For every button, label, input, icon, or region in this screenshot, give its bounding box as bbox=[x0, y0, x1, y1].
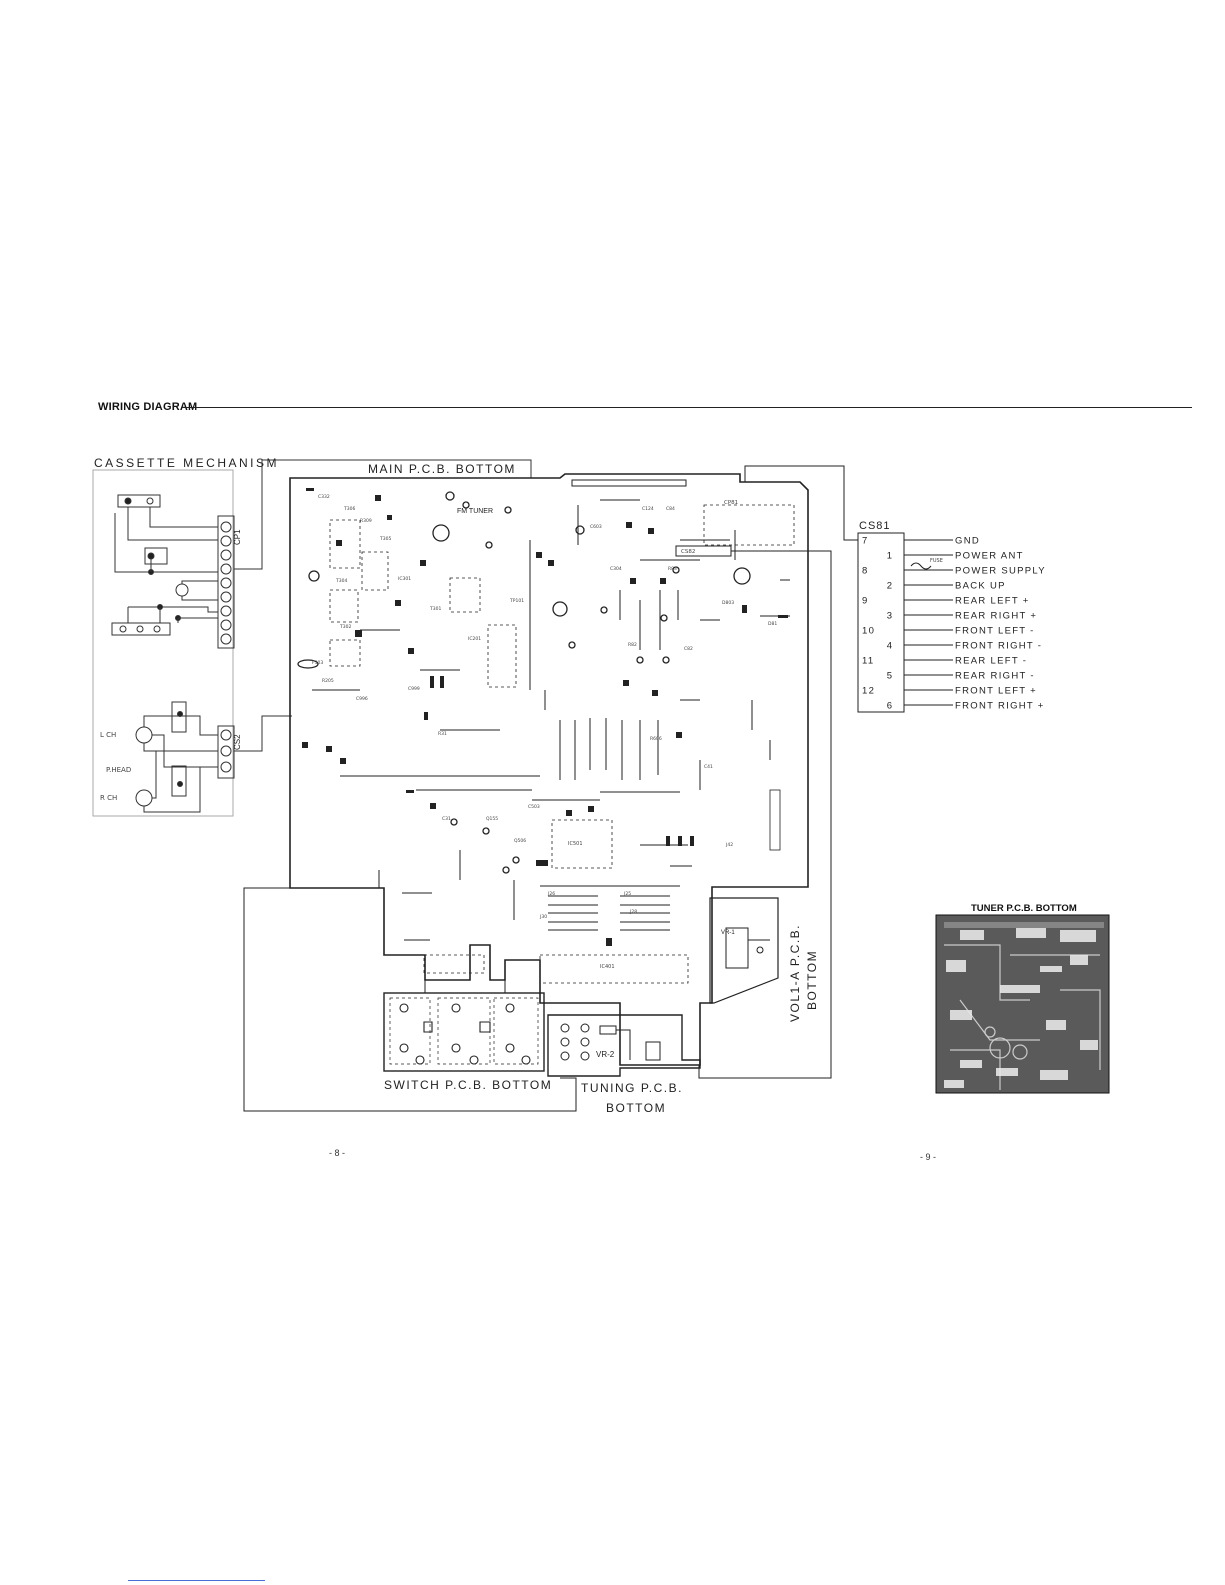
cs2-label: CS2 bbox=[233, 734, 242, 750]
svg-text:VR-1: VR-1 bbox=[721, 930, 735, 936]
svg-text:J26: J26 bbox=[547, 891, 555, 897]
tuner-pcb-photo bbox=[935, 914, 1110, 1094]
vol-pcb-label-2: BOTTOM bbox=[805, 950, 819, 1010]
cs81-pin-left: 9 bbox=[862, 596, 869, 607]
cp1-pins bbox=[220, 521, 232, 645]
cs81-pin-right: 3 bbox=[887, 611, 894, 622]
svg-text:D803: D803 bbox=[722, 600, 734, 606]
cs81-pin-label: POWER SUPPLY bbox=[955, 566, 1046, 577]
cs81-pin-left: 12 bbox=[862, 686, 875, 697]
lch-label: L CH bbox=[100, 731, 116, 739]
cs81-pin-label: FRONT LEFT + bbox=[955, 686, 1037, 697]
svg-text:T306: T306 bbox=[343, 506, 355, 512]
tuning-pcb-label-2: BOTTOM bbox=[606, 1101, 666, 1115]
svg-text:F303: F303 bbox=[312, 660, 323, 666]
cs81-pin-left: 10 bbox=[862, 626, 875, 637]
cs82-label: CS82 bbox=[681, 549, 695, 555]
cs81-pin-left: 7 bbox=[862, 536, 869, 547]
svg-text:C996: C996 bbox=[356, 696, 368, 702]
cs81-connector: CS81 7 GND 1 POWER ANT 8 POWER SUPPLY 2 BACK UP… bbox=[857, 520, 1046, 713]
cs81-pin-label: FRONT RIGHT - bbox=[955, 641, 1042, 652]
cs81-pin-right: 5 bbox=[887, 671, 894, 682]
cs81-pin-right: 6 bbox=[887, 701, 894, 712]
fm-tuner-label: FM TUNER bbox=[457, 508, 493, 515]
svg-text:J25: J25 bbox=[623, 891, 631, 897]
svg-text:C41: C41 bbox=[704, 764, 713, 770]
svg-text:C503: C503 bbox=[528, 804, 540, 810]
cs81-pin-label: BACK UP bbox=[955, 581, 1006, 592]
ic401-label: IC401 bbox=[600, 964, 615, 970]
page-number-left: - 8 - bbox=[329, 1148, 346, 1158]
fuse-label: FUSE bbox=[930, 558, 943, 564]
svg-text:J28: J28 bbox=[629, 909, 637, 915]
cs81-pin-label: REAR LEFT + bbox=[955, 596, 1030, 607]
cs81-pin-label: GND bbox=[955, 536, 980, 547]
svg-text:Q506: Q506 bbox=[514, 838, 526, 844]
svg-text:C332: C332 bbox=[318, 494, 330, 500]
svg-text:R31: R31 bbox=[438, 731, 447, 737]
cs81-pin-label: REAR LEFT - bbox=[955, 656, 1027, 667]
svg-text:C82: C82 bbox=[684, 646, 693, 652]
tuning-pcb: VR-2 TUNING P.C.B. BOTTOM bbox=[547, 1014, 701, 1115]
cs81-label: CS81 bbox=[859, 520, 891, 532]
vol-pcb-label-1: VOL1-A P.C.B. bbox=[788, 924, 802, 1022]
svg-text:Q155: Q155 bbox=[486, 816, 498, 822]
svg-text:R309: R309 bbox=[360, 518, 372, 524]
cs81-pin-label: REAR RIGHT + bbox=[955, 611, 1037, 622]
component-marks bbox=[302, 488, 788, 946]
svg-text:C999: C999 bbox=[408, 686, 420, 692]
svg-text:C124: C124 bbox=[642, 506, 654, 512]
vol-pcb: VR-1 VOL1-A P.C.B. BOTTOM bbox=[709, 897, 819, 1022]
svg-text:T301: T301 bbox=[429, 606, 441, 612]
cs81-pin-label: REAR RIGHT - bbox=[955, 671, 1035, 682]
svg-text:J42: J42 bbox=[725, 842, 733, 848]
page-title: WIRING DIAGRAM bbox=[98, 401, 198, 413]
cs81-pin-right: 2 bbox=[887, 581, 894, 592]
cs81-pin-left: 8 bbox=[862, 566, 869, 577]
cp81-label: CP81 bbox=[724, 500, 738, 506]
cs81-pin-label: FRONT LEFT - bbox=[955, 626, 1035, 637]
main-pcb: MAIN P.C.B. BOTTOM bbox=[243, 462, 858, 1112]
title-rule bbox=[182, 407, 1192, 408]
cs81-pin-label: POWER ANT bbox=[955, 551, 1024, 562]
ic501-label: IC501 bbox=[568, 841, 583, 847]
cs81-pin-right: 1 bbox=[887, 551, 894, 562]
switch-pcb-label: SWITCH P.C.B. BOTTOM bbox=[384, 1078, 552, 1092]
main-pcb-label: MAIN P.C.B. BOTTOM bbox=[368, 462, 516, 476]
rch-label: R CH bbox=[100, 794, 117, 802]
svg-text:C84: C84 bbox=[666, 506, 675, 512]
cassette-mechanism-section: CASSETTE MECHANISM CP1 CS2 bbox=[92, 456, 532, 817]
svg-text:J30: J30 bbox=[539, 914, 547, 920]
svg-text:D81: D81 bbox=[768, 621, 777, 627]
svg-text:IC201: IC201 bbox=[468, 636, 481, 642]
svg-text:TP101: TP101 bbox=[509, 598, 524, 604]
svg-text:R205: R205 bbox=[322, 678, 334, 684]
switch-pcb: SWITCH P.C.B. BOTTOM bbox=[383, 980, 552, 1092]
cp1-label: CP1 bbox=[233, 529, 242, 545]
svg-text:R82: R82 bbox=[628, 642, 637, 648]
svg-text:C31: C31 bbox=[442, 816, 451, 822]
tuning-pcb-label-1: TUNING P.C.B. bbox=[581, 1081, 683, 1095]
svg-text:VR-2: VR-2 bbox=[596, 1050, 615, 1059]
svg-text:T305: T305 bbox=[379, 536, 391, 542]
svg-text:T304: T304 bbox=[335, 578, 347, 584]
footer-link-underline bbox=[128, 1580, 265, 1581]
svg-text:C304: C304 bbox=[610, 566, 622, 572]
svg-text:R83: R83 bbox=[668, 566, 677, 572]
svg-text:T302: T302 bbox=[339, 624, 351, 630]
cs81-pin-label: FRONT RIGHT + bbox=[955, 701, 1045, 712]
svg-text:IC301: IC301 bbox=[398, 576, 411, 582]
svg-text:C603: C603 bbox=[590, 524, 602, 530]
cs81-pin-right: 4 bbox=[887, 641, 894, 652]
svg-text:R606: R606 bbox=[650, 736, 662, 742]
phead-label: P.HEAD bbox=[106, 766, 131, 774]
page-number-right: - 9 - bbox=[920, 1152, 937, 1162]
cs81-pin-left: 11 bbox=[862, 656, 874, 667]
cassette-mechanism-label: CASSETTE MECHANISM bbox=[94, 456, 279, 470]
tuner-pcb-label: TUNER P.C.B. BOTTOM bbox=[971, 903, 1077, 914]
